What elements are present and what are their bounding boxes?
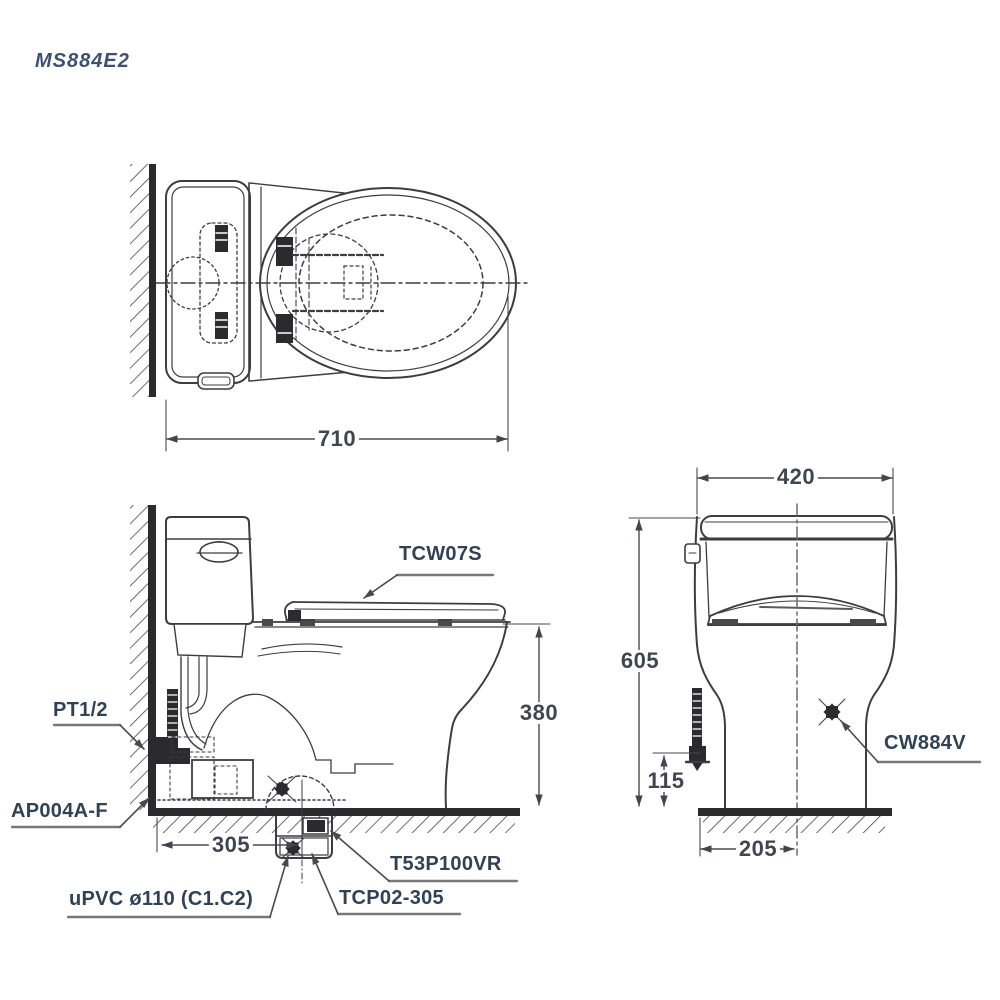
trap-arc-dashed xyxy=(265,775,335,811)
dim-420: 420 xyxy=(773,466,819,488)
dim-115: 115 xyxy=(644,770,688,792)
tank-handle xyxy=(197,372,235,390)
wall-hatching xyxy=(130,164,150,397)
tank-profile xyxy=(165,516,255,625)
part-label-ap004a-f: AP004A-F xyxy=(11,800,108,822)
tank-bolt xyxy=(215,312,228,339)
hinge-bolt xyxy=(276,237,293,266)
floor-bolt xyxy=(692,688,702,746)
part-label-cw884v: CW884V xyxy=(884,732,966,754)
floor-line xyxy=(148,808,520,816)
seat-hinge xyxy=(288,610,301,621)
part-label-tcp02-305: TCP02-305 xyxy=(339,887,444,909)
leader-lines xyxy=(10,573,519,919)
part-label-tcw07s: TCW07S xyxy=(399,543,482,565)
trap-dashed xyxy=(279,233,379,333)
bowl-interior xyxy=(203,693,394,774)
dim-710: 710 xyxy=(314,428,360,450)
supply-box xyxy=(191,759,254,799)
bolt-star xyxy=(274,781,290,797)
bolt-star xyxy=(823,703,841,721)
supply-rod xyxy=(167,689,178,750)
body-outline-right xyxy=(865,516,898,809)
bowl-front-curve xyxy=(444,621,508,809)
seat-front xyxy=(706,595,888,625)
side-view-drawing xyxy=(10,505,551,919)
dim-380: 380 xyxy=(516,702,562,724)
dim-605: 605 xyxy=(617,650,663,672)
hinge-bolt xyxy=(276,314,293,343)
seat-lid-profile xyxy=(292,601,506,621)
wall-face xyxy=(148,505,156,810)
tank-bolt xyxy=(215,225,228,252)
part-label-upvc-pipe: uPVC ø110 (C1.C2) xyxy=(69,888,254,910)
top-view-drawing xyxy=(130,164,531,452)
dim-305: 305 xyxy=(208,834,254,856)
angle-valve xyxy=(149,746,171,764)
wall-hatching xyxy=(130,505,149,810)
model-number-title: MS884E2 xyxy=(35,50,130,72)
dim-205: 205 xyxy=(735,838,781,860)
floor-line xyxy=(698,808,892,816)
body-outline-left xyxy=(693,516,726,809)
floor-hatching xyxy=(703,816,885,833)
front-view-drawing xyxy=(628,467,982,857)
bolt-star xyxy=(285,840,301,856)
floor-hatching xyxy=(153,816,515,833)
wall-face xyxy=(149,164,156,397)
part-label-t53p100vr: T53P100VR xyxy=(390,853,502,875)
part-label-pt12: PT1/2 xyxy=(53,699,108,721)
